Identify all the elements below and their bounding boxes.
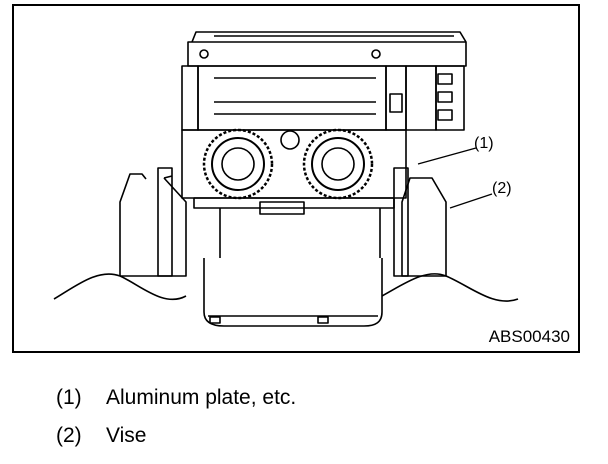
vise-break-line-right <box>381 273 519 302</box>
callout-2-label: (2) <box>492 180 512 197</box>
legend-item: (1) Aluminum plate, etc. <box>56 382 296 420</box>
hydraulic-unit-in-vise-illustration <box>53 31 519 327</box>
upper-module <box>181 31 467 131</box>
callout-1-label: (1) <box>474 135 494 152</box>
aluminum-plate-left <box>157 167 173 277</box>
legend-item-number: (2) <box>56 424 82 447</box>
legend-item: (2) Vise <box>56 420 296 458</box>
vise-jaw-left <box>119 173 187 277</box>
motor-housing <box>203 258 383 327</box>
callout-leader-2 <box>449 193 493 209</box>
legend-item-number: (1) <box>56 386 82 409</box>
legend-item-text: Aluminum plate, etc. <box>106 386 297 409</box>
aluminum-plate-right <box>393 167 409 277</box>
legend: (1) Aluminum plate, etc. (2) Vise <box>56 382 296 458</box>
vise-break-line-left <box>53 273 187 301</box>
valve-block <box>181 129 407 258</box>
figure-id: ABS00430 <box>488 327 570 346</box>
port-right <box>302 128 374 200</box>
legend-item-text: Vise <box>106 424 147 447</box>
callout-leader-1 <box>417 147 477 165</box>
port-left <box>202 128 274 200</box>
figure-frame: (1) (2) ABS00430 <box>12 4 580 353</box>
